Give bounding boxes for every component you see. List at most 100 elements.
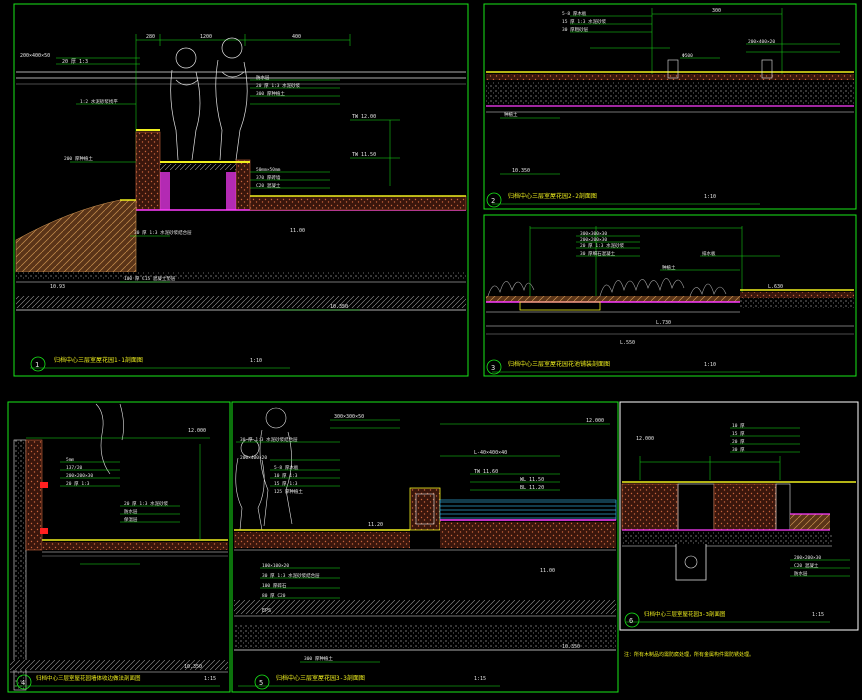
- p6-note-7: 防水层: [794, 570, 808, 577]
- p1-note-8: 50mm×50mm: [256, 167, 281, 173]
- p1-dim-3: 400: [292, 34, 301, 40]
- p2-note-5: Φ500: [682, 53, 693, 59]
- panel-2-drawing: 300 5-8 厚木板 15 厚 1:3 水泥砂浆 30 厚粗砂层 200×40…: [486, 8, 854, 208]
- panel-3-number: 3: [491, 364, 495, 372]
- p5-note-3: 200×400×20: [240, 455, 267, 461]
- panel-6-scale: 1:15: [812, 612, 824, 618]
- p1-note-6: 20 厚 1:3 水泥砂浆: [256, 82, 301, 89]
- panel-4-scale: 1:15: [204, 676, 216, 682]
- panel-1-scale: 1:10: [250, 358, 262, 364]
- p1-dim-1: 280: [146, 34, 155, 40]
- p5-note-12: EPS: [262, 608, 271, 614]
- p1-elev-3: 10.350: [330, 304, 348, 310]
- panel-4-drawing: 5mm 137/20 200×200×30 20 厚 1:3 20 厚 1:3 …: [10, 403, 228, 691]
- p4-note-1: 5mm: [66, 457, 74, 463]
- p3-note-5: 种植土: [662, 264, 676, 271]
- p1-note-10: C20 混凝土: [256, 182, 281, 189]
- p5-elev-7: 10.350: [562, 644, 580, 650]
- p4-elev-1: 12.000: [188, 428, 206, 434]
- p3-elev-3: L.630: [768, 284, 783, 290]
- panel-6-number-circle: [624, 612, 640, 628]
- panel-2-scale: 1:10: [704, 194, 716, 200]
- p5-note-1: 300×300×50: [334, 414, 364, 420]
- panel-2-title: 归档中心三层室屋花园2-2剖面图: [508, 192, 597, 200]
- panel-4-title: 归档中心三层室屋花园墙体收边做法剖面图: [36, 674, 141, 682]
- p1-elev-1: TW 12.00: [352, 114, 376, 120]
- shrub-group: [487, 278, 727, 297]
- p4-note-3: 200×200×30: [66, 473, 93, 479]
- p1-elev-4: 10.93: [50, 284, 65, 290]
- p1-note-12: 100 厚 C15 混凝土垫层: [124, 275, 176, 282]
- panel-1-drawing: 280 1200 400: [15, 34, 467, 372]
- p5-note-5: 10 厚 1:3: [274, 473, 298, 479]
- p4-note-2: 137/20: [66, 465, 83, 471]
- p2-note-2: 15 厚 1:3 水泥砂浆: [562, 18, 607, 25]
- panel-3-drawing: 300×300×30 200×200×30 20 厚 1:3 水泥砂浆 30 厚…: [486, 226, 854, 375]
- p3-note-4: 30 厚细石混凝土: [580, 250, 616, 257]
- p6-note-4: 30 厚: [732, 447, 745, 453]
- p1-note-4: 200 厚种植土: [64, 155, 93, 162]
- p5-note-7: 125 厚种植土: [274, 488, 303, 495]
- p6-note-6: C20 混凝土: [794, 562, 819, 569]
- p5-note-11: 80 厚 C20: [262, 593, 286, 599]
- p4-note-4: 20 厚 1:3: [66, 481, 90, 487]
- p5-note-9: 30 厚 1:3 水泥砂浆结合层: [262, 572, 320, 579]
- p1-note-2: 20 厚 1:3: [62, 59, 88, 65]
- p6-note-1: 10 厚: [732, 423, 745, 429]
- p5-elev-5: 11.20: [368, 522, 383, 528]
- panel-4-number-circle: [16, 674, 32, 690]
- panel-4-frame: [7, 401, 231, 693]
- p5-elev-1: 12.000: [586, 418, 604, 424]
- p4-note-7: 保温层: [124, 516, 138, 523]
- panel-1-title: 归档中心三层室屋花园1-1剖面图: [54, 356, 143, 364]
- child-figures: [170, 37, 248, 161]
- p1-elev-2: TW 11.50: [352, 152, 376, 158]
- panel-5-drawing: 300×300×50 30 厚 1:3 水泥砂浆结合层 200×400×20 5…: [234, 407, 617, 690]
- p3-note-2: 200×200×30: [580, 237, 607, 243]
- panel-3-scale: 1:10: [704, 362, 716, 368]
- p1-note-9: 370 厚砖墙: [256, 174, 281, 181]
- p1-note-3: 1:2 水泥砂浆找平: [80, 98, 118, 105]
- p1-note-7: 300 厚种植土: [256, 90, 285, 97]
- p1-note-5: 防水层: [256, 74, 270, 81]
- panel-1-number-circle: [30, 356, 46, 372]
- panel-6-frame: [619, 401, 859, 631]
- panel-1-frame: [13, 3, 469, 377]
- panel-3-frame: [483, 214, 857, 377]
- p2-elev-1: 10.350: [512, 168, 530, 174]
- p5-elev-4: BL 11.20: [520, 485, 544, 491]
- panel-4-number: 4: [21, 679, 25, 687]
- p5-note-14: L-40×400×40: [474, 450, 507, 456]
- footnote: 注：所有木制品均需防腐处理，所有金属构件需防锈处理。: [624, 651, 754, 658]
- p3-elev-2: L.550: [620, 340, 635, 346]
- panel-5-scale: 1:15: [474, 676, 486, 682]
- panel-3-number-circle: [486, 359, 502, 375]
- panel-6-number: 6: [629, 617, 633, 625]
- p2-note-1: 5-8 厚木板: [562, 10, 587, 17]
- p5-elev-6: 11.00: [540, 568, 555, 574]
- p6-elev-1: 12.000: [636, 436, 654, 442]
- panel-5-child-figures: [235, 407, 293, 531]
- p5-note-13: 300 厚种植土: [304, 655, 333, 662]
- p2-note-3: 30 厚粗砂层: [562, 26, 589, 33]
- p2-note-4: 200×400×20: [748, 39, 775, 45]
- p5-note-10: 100 厚碎石: [262, 582, 287, 589]
- p3-note-1: 300×300×30: [580, 231, 607, 237]
- p5-elev-3: WL 11.50: [520, 477, 544, 483]
- panel-2-number: 2: [491, 197, 495, 205]
- panel-2-number-circle: [486, 192, 502, 208]
- p4-note-6: 防水层: [124, 508, 138, 515]
- p2-dim-1: 300: [712, 8, 721, 14]
- panel-6-drawing: 10 厚 15 厚 20 厚 30 厚 200×200×30 C20 混凝土 防…: [621, 423, 856, 628]
- panel-3-title: 归档中心三层室屋花园花池铺装剖面图: [508, 360, 610, 368]
- p1-elev-5: 11.00: [290, 228, 305, 234]
- p4-elev-2: 10.350: [184, 664, 202, 670]
- p1-note-1: 200×400×50: [20, 53, 50, 59]
- p1-note-11: 30 厚 1:3 水泥砂浆结合层: [134, 229, 192, 236]
- p3-note-6: 排水板: [702, 250, 716, 257]
- p6-note-3: 20 厚: [732, 439, 745, 445]
- p5-note-2: 30 厚 1:3 水泥砂浆结合层: [240, 436, 298, 443]
- panel-2-frame: [483, 3, 857, 210]
- p6-note-2: 15 厚: [732, 431, 745, 437]
